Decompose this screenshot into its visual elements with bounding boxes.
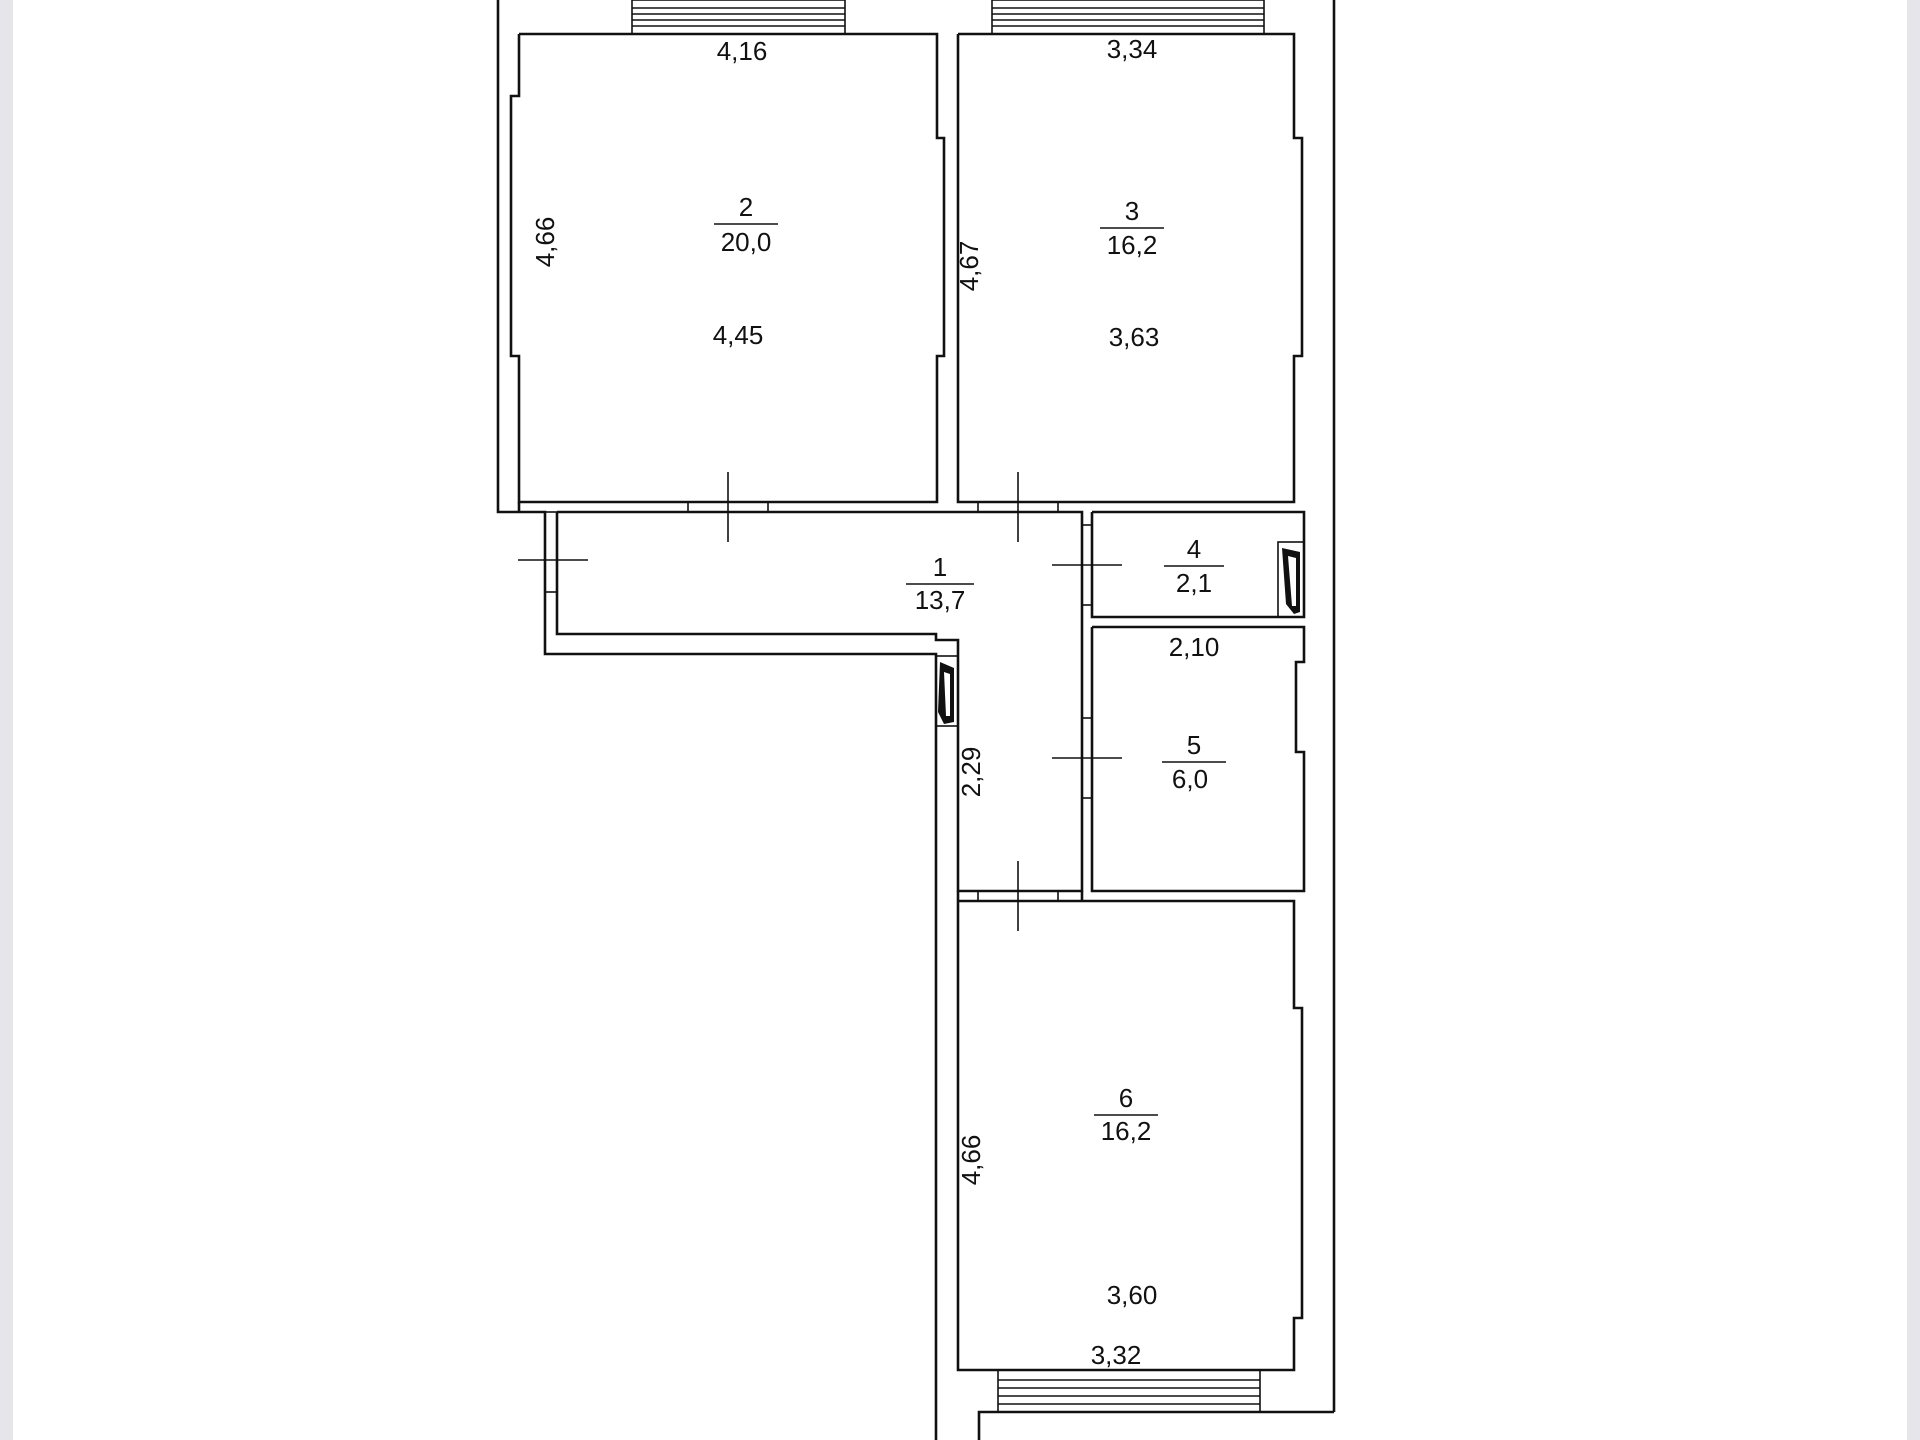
dim-room3-side: 4,67: [954, 241, 984, 292]
room-6-label: 6 16,2: [1094, 1083, 1158, 1146]
door-room-2: [687, 472, 769, 542]
room-1-number: 1: [933, 552, 947, 582]
screenshot-side-margin-left: [0, 0, 13, 1440]
room-4-number: 4: [1187, 534, 1201, 564]
door-room-3: [977, 472, 1059, 542]
entrance-door: [518, 511, 588, 593]
door-room-6: [977, 861, 1059, 931]
outer-walls: [496, 0, 1336, 1440]
dim-room6-side: 4,66: [956, 1135, 986, 1186]
room-6-area: 16,2: [1101, 1116, 1152, 1146]
dim-room6-bottom: 3,32: [1091, 1340, 1142, 1370]
room-6-window: [997, 1369, 1261, 1413]
room-4-label: 4 2,1: [1164, 534, 1224, 598]
corridor-fixture: [935, 655, 959, 727]
room-4-walls: [1052, 510, 1306, 619]
dimension-labels: 4,16 4,66 4,45 3,34 4,67 3,63 2,10 2,29 …: [530, 34, 1219, 1370]
screenshot-side-margin-right: [1907, 0, 1920, 1440]
room-6-number: 6: [1119, 1083, 1133, 1113]
room-5-label: 5 6,0: [1162, 730, 1226, 794]
room-1-label: 1 13,7: [906, 552, 974, 615]
room-2-label: 2 20,0: [714, 192, 778, 257]
room-2-window: [631, 0, 846, 35]
dim-room5-top: 2,10: [1169, 632, 1220, 662]
dim-room6-inner: 3,60: [1107, 1280, 1158, 1310]
room-5-area: 6,0: [1172, 764, 1208, 794]
room-3-window: [991, 0, 1265, 35]
room-5-walls: [1052, 625, 1306, 893]
room-5-number: 5: [1187, 730, 1201, 760]
room-3-walls: [956, 32, 1304, 504]
dim-room3-top: 3,34: [1107, 34, 1158, 64]
room-4-fixture: [1277, 541, 1305, 618]
dim-corridor-side: 2,29: [956, 747, 986, 798]
room-2-number: 2: [739, 192, 753, 222]
dim-room2-top: 4,16: [717, 36, 768, 66]
room-1-walls: [517, 502, 1084, 893]
room-3-label: 3 16,2: [1100, 196, 1164, 260]
room-2-walls: [509, 32, 946, 504]
room-4-area: 2,1: [1176, 568, 1212, 598]
room-3-number: 3: [1125, 196, 1139, 226]
dim-room2-side: 4,66: [530, 217, 560, 268]
room-1-area: 13,7: [915, 585, 966, 615]
dim-room3-bottom: 3,63: [1109, 322, 1160, 352]
room-3-area: 16,2: [1107, 230, 1158, 260]
dim-room2-bottom: 4,45: [713, 320, 764, 350]
room-2-area: 20,0: [721, 227, 772, 257]
